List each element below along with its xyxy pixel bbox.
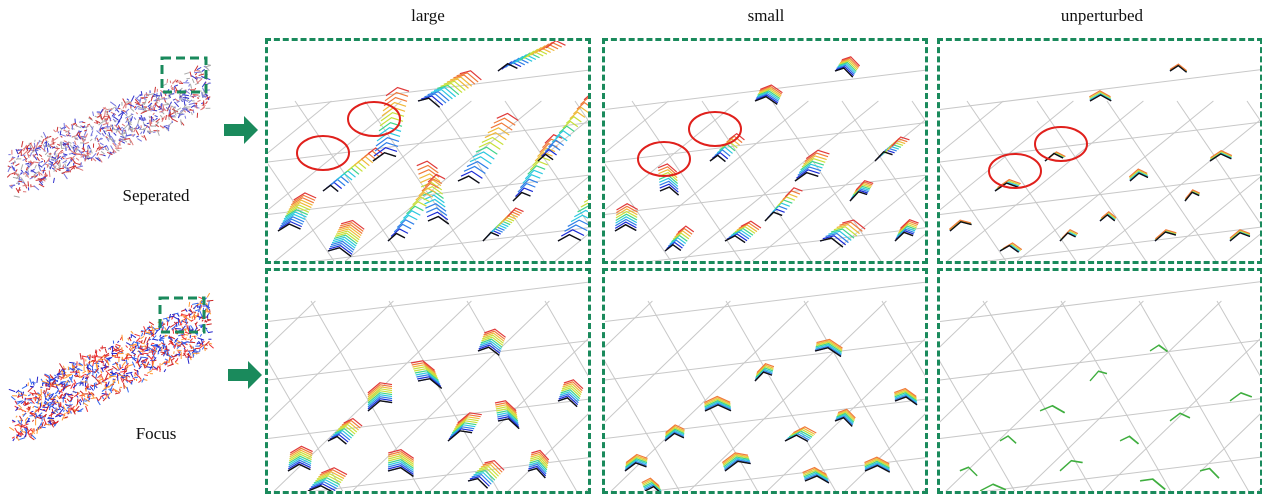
vector-glyph [615,204,638,231]
vector-glyph [1210,151,1232,161]
vector-glyph [411,361,442,389]
panel-focus-unperturbed [937,268,1262,494]
vector-glyph [278,193,316,231]
vector-glyph [1129,169,1148,181]
vector-glyph [538,93,591,161]
vector-glyph [1120,436,1139,444]
vector-glyph [1170,64,1187,72]
red-highlight-circle [689,112,741,146]
vector-glyph [288,446,313,471]
vector-glyph [328,419,362,445]
overview-cloud-focus [9,293,214,441]
panel-seperated-large [265,38,591,264]
vector-glyph [960,467,977,476]
vector-glyph [418,71,481,107]
mesh-grid [940,282,1262,494]
vector-glyph [658,164,679,195]
panel-focus-small [602,268,928,494]
column-header-small: small [706,6,826,26]
panel-seperated-small [602,38,928,264]
vector-glyph [448,413,482,441]
vector-glyph [704,396,731,411]
panel-focus-large [265,268,591,494]
red-highlight-circle [348,102,400,136]
vector-glyph [388,450,414,477]
column-header-unperturbed: unperturbed [1042,6,1162,26]
vector-glyph [1140,479,1165,490]
overview-cloud-seperated [7,65,211,197]
vector-glyph [665,226,694,251]
vector-glyph [498,41,565,71]
vector-glyph [625,454,648,471]
vector-glyph [725,221,761,242]
vector-glyph [513,135,562,201]
vector-glyph [949,220,971,231]
overview-layer [0,0,262,492]
right-arrow-icon [228,361,262,389]
vector-glyph [1230,230,1250,241]
vector-glyph [468,461,504,489]
mesh-grid [940,70,1262,265]
vector-glyph [835,409,855,426]
column-header-large: large [368,6,488,26]
vector-glyph [1000,243,1022,252]
vector-glyph [864,457,889,472]
panel-seperated-unperturbed [937,38,1262,264]
vector-glyph [1060,460,1083,471]
vector-glyph [835,57,860,77]
mesh-grid [605,70,928,265]
vector-glyph [795,150,829,181]
vector-glyph [1060,230,1078,241]
vector-glyph [820,220,865,247]
vector-glyph [665,425,685,441]
vector-glyph [1170,413,1190,421]
vector-glyph [785,427,816,442]
vector-glyph [1089,91,1111,101]
vector-glyph [1185,190,1200,201]
right-arrow-icon [224,116,258,144]
vector-glyph [328,221,364,257]
vector-glyph [1200,468,1219,478]
